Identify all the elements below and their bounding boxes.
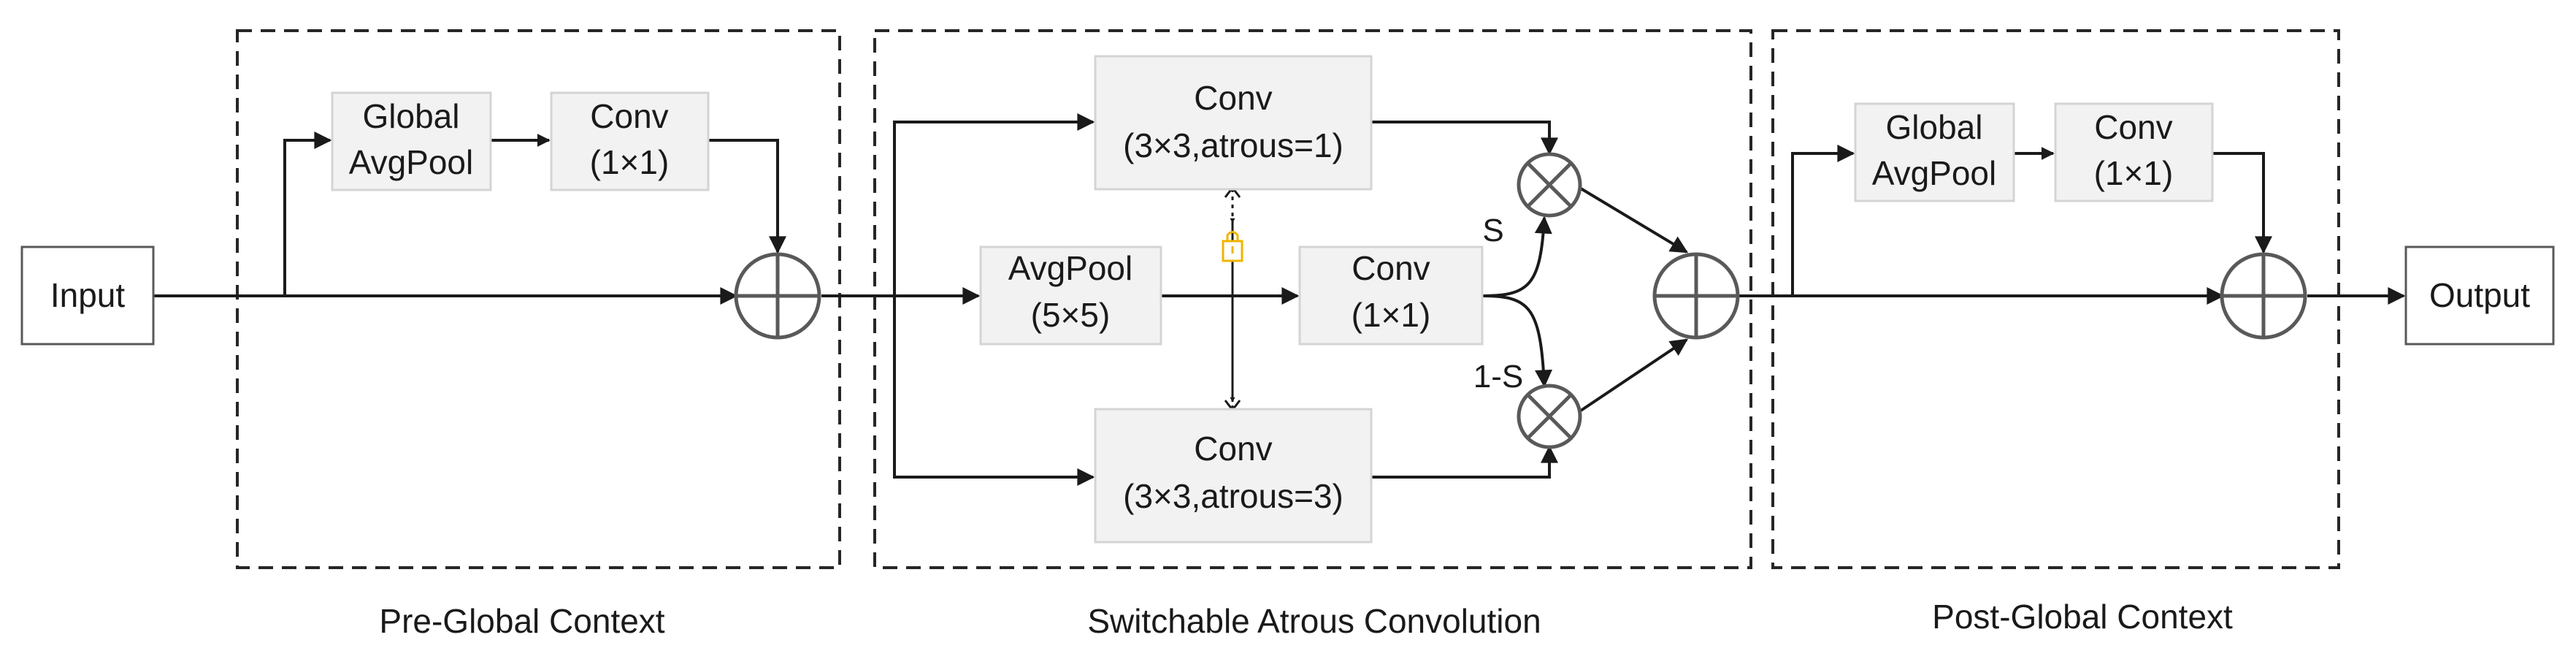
node-sac-conv-1x1-line1: Conv (1352, 249, 1430, 287)
node-post-global-avgpool-line2: AvgPool (1872, 154, 1997, 192)
multiply-top-operator (1517, 152, 1582, 218)
caption-switchable-atrous-convolution: Switchable Atrous Convolution (1087, 602, 1541, 640)
node-sac-avgpool-line1: AvgPool (1008, 249, 1133, 287)
edge-switch-one-minus-s (1481, 294, 1552, 388)
node-sac-avgpool-line2: (5×5) (1031, 296, 1111, 334)
node-sac-conv-1x1: Conv (1×1) (1298, 245, 1484, 346)
post-sum-operator (2220, 252, 2307, 340)
edge-multiply-top-to-sum (1579, 187, 1689, 254)
group-switchable-atrous-convolution (873, 29, 1752, 569)
node-sac-conv-atrous-1: Conv (3×3,atrous=1) (1094, 55, 1373, 191)
edge-pre-conv-to-sum (708, 139, 786, 254)
edge-post-conv-to-sum (2212, 152, 2272, 254)
switch-s-label: S (1482, 213, 1503, 248)
node-sac-conv-atrous-3: Conv (3×3,atrous=3) (1094, 408, 1373, 544)
node-sac-conv-1x1-line2: (1×1) (1352, 296, 1431, 334)
edge-conv-bottom-to-multiply-bottom (1371, 445, 1558, 479)
node-sac-conv-atrous-3-line2: (3×3,atrous=3) (1123, 477, 1343, 515)
node-pre-conv: Conv (1×1) (550, 91, 710, 191)
node-output-label: Output (2429, 276, 2530, 314)
pre-sum-operator (734, 252, 821, 340)
node-input-label: Input (50, 276, 126, 314)
edge-multiply-bottom-to-sum (1579, 338, 1688, 412)
caption-post-global-context: Post-Global Context (1932, 598, 2233, 636)
edge-to-pre-global-avgpool (283, 132, 332, 296)
group-pre-global-context (236, 29, 841, 569)
node-sac-conv-atrous-1-line2: (3×3,atrous=1) (1123, 126, 1343, 164)
switch-one-minus-s-label: 1-S (1473, 359, 1523, 395)
edge-to-post-global-avgpool (1791, 145, 1855, 296)
edge-to-sac-conv-bottom (893, 296, 1095, 486)
sac-sum-operator (1652, 252, 1740, 340)
node-post-conv-line2: (1×1) (2094, 154, 2174, 192)
edge-to-sac-conv-top (893, 113, 1095, 296)
lock-icon (1222, 231, 1243, 262)
node-input: Input (20, 245, 155, 346)
node-post-global-avgpool: Global AvgPool (1854, 102, 2015, 202)
node-sac-conv-atrous-3-line1: Conv (1194, 430, 1272, 468)
node-post-global-avgpool-line1: Global (1886, 108, 1983, 146)
multiply-bottom-operator (1517, 384, 1582, 449)
node-output: Output (2404, 245, 2555, 346)
node-pre-conv-line2: (1×1) (590, 143, 670, 181)
node-pre-global-avgpool: Global AvgPool (331, 91, 492, 191)
node-pre-global-avgpool-line2: AvgPool (349, 143, 474, 181)
node-post-conv: Conv (1×1) (2054, 102, 2214, 202)
group-post-global-context (1771, 29, 2340, 569)
edge-conv-top-to-multiply-top (1371, 121, 1558, 156)
node-pre-conv-line1: Conv (590, 97, 668, 135)
caption-pre-global-context: Pre-Global Context (379, 602, 664, 640)
node-sac-conv-atrous-1-line1: Conv (1194, 79, 1272, 117)
node-sac-avgpool: AvgPool (5×5) (979, 245, 1162, 346)
node-post-conv-line1: Conv (2094, 108, 2172, 146)
node-pre-global-avgpool-line1: Global (363, 97, 460, 135)
